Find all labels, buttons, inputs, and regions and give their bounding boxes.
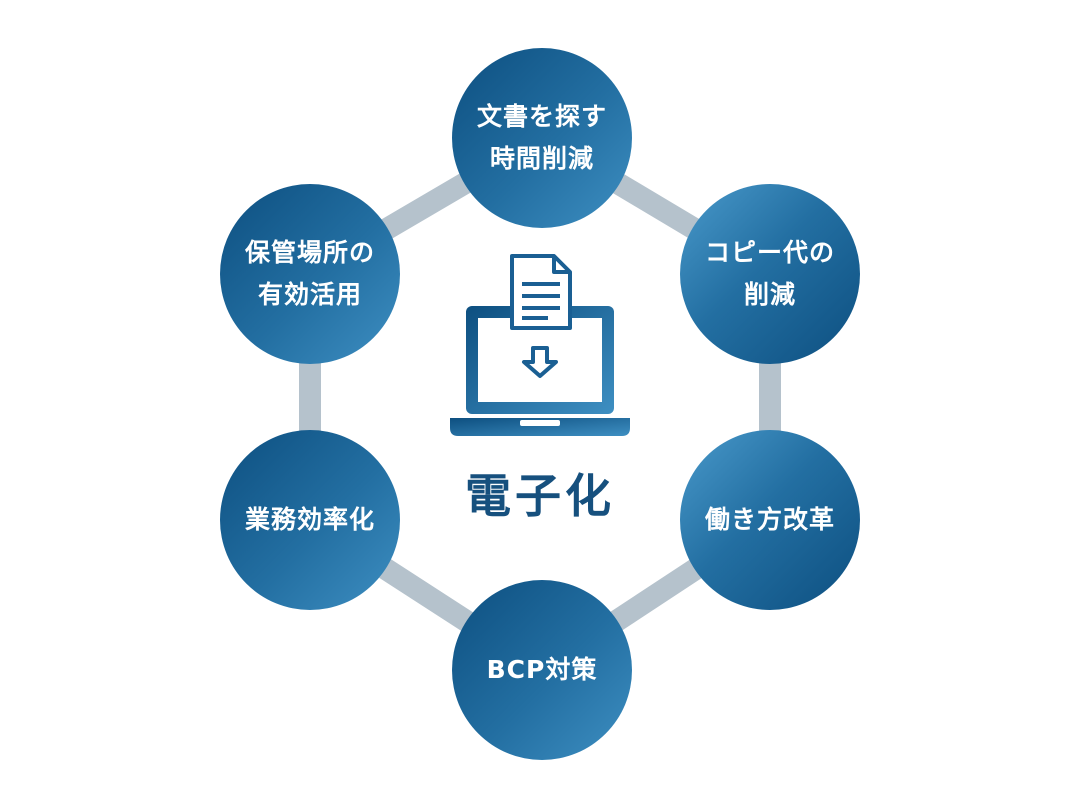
center-title: 電子化 — [465, 469, 615, 523]
benefit-node-efficiency: 業務効率化 — [220, 430, 400, 610]
benefit-node-bcp: BCP対策 — [452, 580, 632, 760]
benefit-node-work-style-reform: 働き方改革 — [680, 430, 860, 610]
laptop-document-download-icon — [450, 254, 630, 436]
node-label-line: 削減 — [743, 280, 796, 309]
node-label-line: 有効活用 — [257, 280, 362, 309]
benefit-node-storage-space: 保管場所の 有効活用 — [220, 184, 400, 364]
benefit-node-copy-cost: コピー代の 削減 — [680, 184, 860, 364]
node-label-line: コピー代の — [704, 238, 835, 267]
node-label-line: 働き方改革 — [704, 505, 835, 534]
node-label-line: 時間削減 — [489, 144, 594, 173]
node-label-line: 保管場所の — [244, 238, 375, 267]
node-label-line: 文書を探す — [476, 102, 607, 131]
node-label-line: BCP対策 — [486, 655, 598, 684]
node-label-line: 業務効率化 — [244, 505, 375, 534]
benefit-node-document-search: 文書を探す 時間削減 — [452, 48, 632, 228]
